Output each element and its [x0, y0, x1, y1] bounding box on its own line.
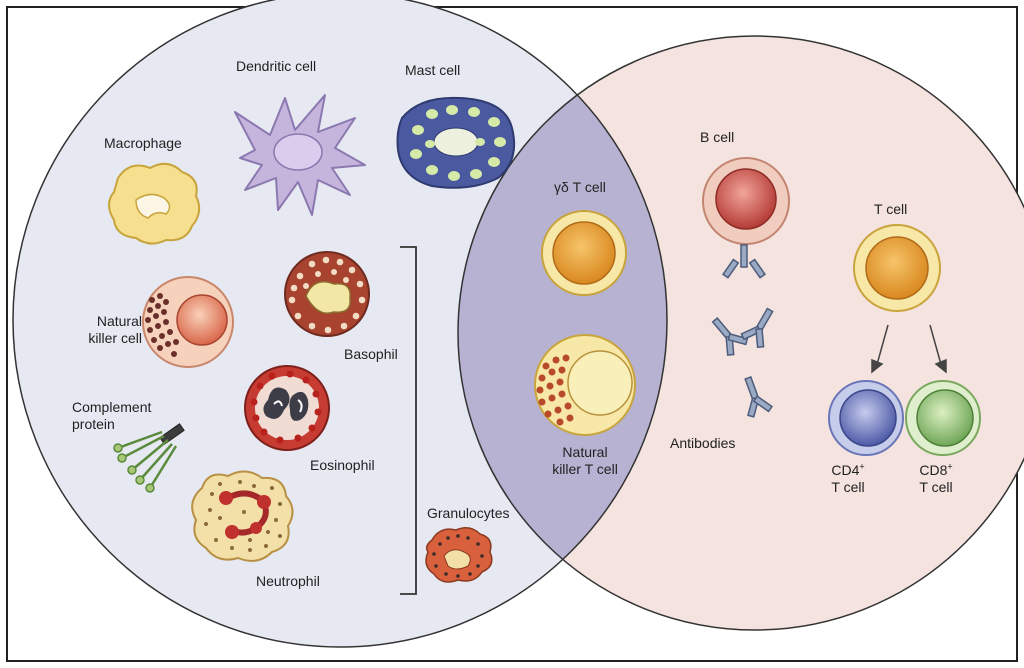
label-granulocytes: Granulocytes	[427, 505, 510, 521]
differentiation-arrows	[871, 324, 947, 374]
label-gamma-delta-t-cell: γδ T cell	[554, 179, 606, 195]
cd4-t-cell	[828, 380, 904, 456]
t-cell	[853, 224, 941, 312]
gamma-delta-t-cell	[541, 210, 627, 296]
b-cell	[702, 157, 790, 245]
granulocytes-bracket	[400, 246, 417, 595]
label-neutrophil: Neutrophil	[256, 573, 320, 589]
label-complement-line1: Complement	[72, 399, 152, 415]
label-cd4-line1: CD4+	[818, 462, 878, 479]
natural-killer-t-cell	[534, 334, 636, 436]
label-cd8-t-cell: CD8+ T cell	[906, 462, 966, 496]
label-natural-killer-cell: Natural killer cell	[64, 313, 142, 347]
label-cd4-line2: T cell	[831, 479, 865, 495]
label-basophil: Basophil	[344, 346, 398, 362]
antibodies	[711, 244, 774, 418]
label-cd8-line2: T cell	[919, 479, 953, 495]
label-mast-cell: Mast cell	[405, 62, 461, 78]
label-dendritic-cell: Dendritic cell	[236, 58, 317, 74]
adaptive-circle-outline	[457, 35, 1024, 631]
cd8-t-cell	[905, 380, 981, 456]
label-natural-killer-t-cell: Natural killer T cell	[537, 444, 633, 478]
label-nk-line2: killer cell	[88, 330, 142, 346]
label-nkt-line1: Natural	[562, 444, 608, 460]
label-cd8-sup: +	[947, 461, 953, 472]
label-cd8-line1: CD8+	[906, 462, 966, 479]
overlap-region	[458, 36, 667, 630]
label-eosinophil: Eosinophil	[310, 457, 375, 473]
label-t-cell: T cell	[874, 201, 908, 217]
label-cd4-main: CD4	[831, 462, 860, 478]
label-cd4-sup: +	[859, 461, 865, 472]
basophil-cell	[284, 251, 370, 337]
granulocyte-icon	[425, 527, 493, 583]
label-cd4-t-cell: CD4+ T cell	[818, 462, 878, 496]
label-nk-line1: Natural	[96, 313, 142, 329]
complement-protein	[113, 423, 185, 493]
natural-killer-cell	[142, 276, 234, 368]
label-macrophage: Macrophage	[104, 135, 182, 151]
dendritic-cell	[234, 94, 366, 216]
label-nkt-line2: killer T cell	[552, 461, 618, 477]
label-complement-protein: Complement protein	[72, 399, 151, 433]
mast-cell	[396, 96, 516, 189]
macrophage-cell	[108, 162, 201, 245]
innate-circle-outline	[12, 0, 668, 648]
label-complement-line2: protein	[72, 416, 115, 432]
label-antibodies: Antibodies	[670, 435, 736, 451]
label-b-cell: B cell	[700, 129, 735, 145]
eosinophil-cell	[244, 365, 330, 451]
label-cd8-main: CD8	[919, 462, 948, 478]
neutrophil-cell	[191, 470, 294, 562]
